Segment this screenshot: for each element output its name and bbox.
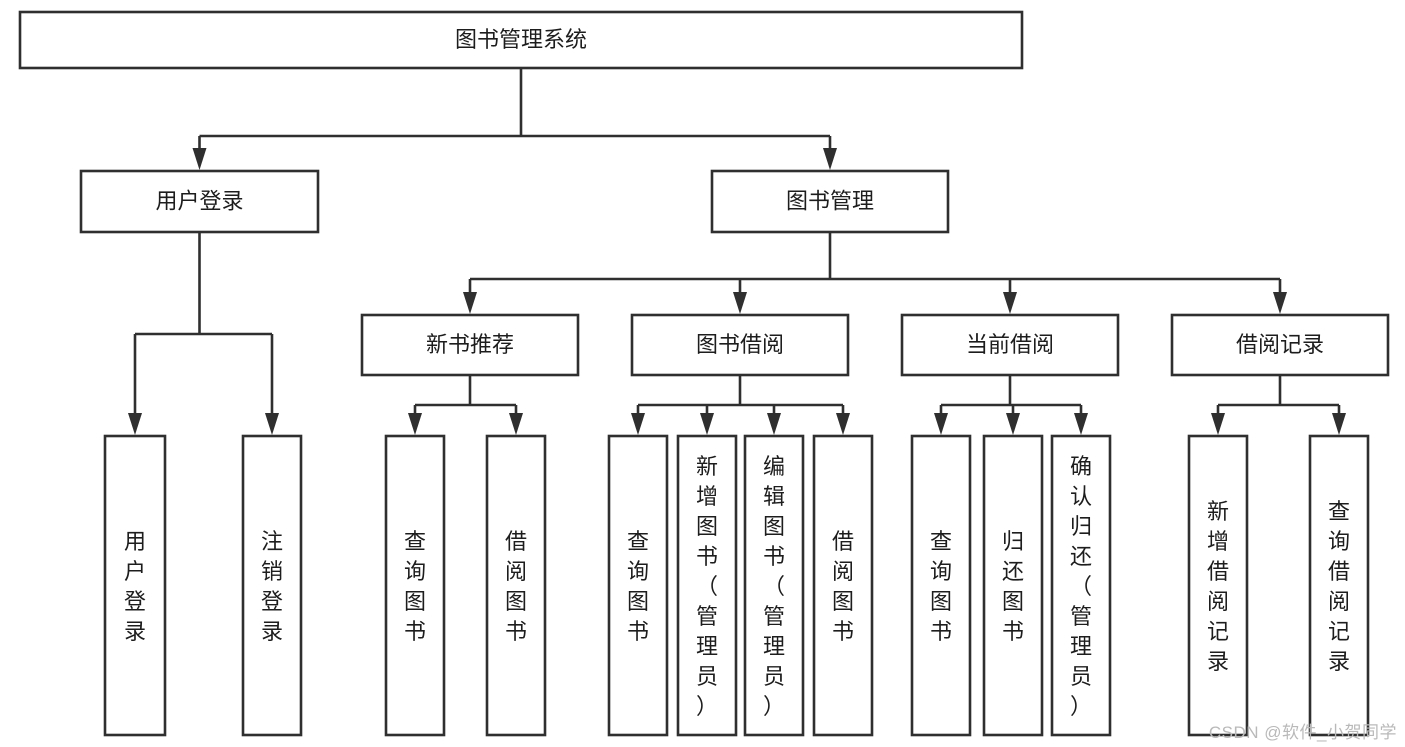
node-box[interactable] bbox=[710, 169, 950, 234]
node-label: 用户登录 bbox=[155, 188, 243, 213]
arrow-head-icon bbox=[767, 413, 781, 435]
node-box[interactable] bbox=[743, 434, 805, 737]
arrow-head-icon bbox=[1006, 413, 1020, 435]
node-box[interactable] bbox=[607, 434, 669, 737]
node-box[interactable] bbox=[1308, 434, 1370, 737]
node-label: 新书推荐 bbox=[426, 332, 514, 357]
arrow-head-icon bbox=[192, 148, 207, 170]
node-leaf_8[interactable]: 查询图书 bbox=[910, 434, 972, 737]
node-box[interactable] bbox=[910, 434, 972, 737]
node-label: 查询图书 bbox=[404, 529, 426, 644]
node-box[interactable] bbox=[676, 434, 738, 737]
arrow-head-icon bbox=[1211, 413, 1225, 435]
node-label: 当前借阅 bbox=[966, 332, 1054, 357]
arrow-head-icon bbox=[408, 413, 422, 435]
node-label: 查询图书 bbox=[930, 529, 952, 644]
arrow-head-icon bbox=[934, 413, 948, 435]
node-l3_2[interactable]: 当前借阅 bbox=[900, 313, 1120, 377]
arrow-head-icon bbox=[265, 413, 279, 435]
node-root[interactable]: 图书管理系统 bbox=[18, 10, 1024, 70]
node-label: 图书管理 bbox=[786, 188, 874, 213]
arrow-head-icon bbox=[733, 292, 747, 314]
arrow-head-icon bbox=[631, 413, 645, 435]
node-leaf_3[interactable]: 借阅图书 bbox=[485, 434, 547, 737]
node-box[interactable] bbox=[79, 169, 320, 234]
node-layer: 图书管理系统用户登录图书管理新书推荐图书借阅当前借阅借阅记录用户登录注销登录查询… bbox=[18, 10, 1390, 737]
node-leaf_2[interactable]: 查询图书 bbox=[384, 434, 446, 737]
arrow-head-icon bbox=[1332, 413, 1346, 435]
node-label: 借阅图书 bbox=[832, 529, 854, 644]
node-box[interactable] bbox=[485, 434, 547, 737]
node-label: 查询借阅记录 bbox=[1328, 499, 1350, 674]
node-leaf_11[interactable]: 新增借阅记录 bbox=[1187, 434, 1249, 737]
node-leaf_9[interactable]: 归还图书 bbox=[982, 434, 1044, 737]
node-box[interactable] bbox=[812, 434, 874, 737]
node-box[interactable] bbox=[630, 313, 850, 377]
node-label: 新增图书（管理员） bbox=[696, 454, 718, 719]
node-label: 图书借阅 bbox=[696, 332, 784, 357]
node-leaf_7[interactable]: 借阅图书 bbox=[812, 434, 874, 737]
arrow-head-icon bbox=[463, 292, 477, 314]
node-box[interactable] bbox=[982, 434, 1044, 737]
arrow-head-icon bbox=[836, 413, 850, 435]
node-box[interactable] bbox=[900, 313, 1120, 377]
node-label: 注销登录 bbox=[261, 529, 283, 644]
node-l2_0[interactable]: 用户登录 bbox=[79, 169, 320, 234]
arrow-head-icon bbox=[1003, 292, 1017, 314]
node-leaf_0[interactable]: 用户登录 bbox=[103, 434, 167, 737]
node-l2_1[interactable]: 图书管理 bbox=[710, 169, 950, 234]
node-l3_1[interactable]: 图书借阅 bbox=[630, 313, 850, 377]
node-box[interactable] bbox=[18, 10, 1024, 70]
csdn-watermark: CSDN @软件_小贺同学 bbox=[1208, 723, 1397, 742]
node-leaf_5[interactable]: 新增图书（管理员） bbox=[676, 434, 738, 737]
node-box[interactable] bbox=[1187, 434, 1249, 737]
node-box[interactable] bbox=[360, 313, 580, 377]
node-box[interactable] bbox=[241, 434, 303, 737]
node-leaf_6[interactable]: 编辑图书（管理员） bbox=[743, 434, 805, 737]
node-leaf_10[interactable]: 确认归还（管理员） bbox=[1050, 434, 1112, 737]
node-label: 归还图书 bbox=[1002, 529, 1024, 644]
node-box[interactable] bbox=[1170, 313, 1390, 377]
node-l3_3[interactable]: 借阅记录 bbox=[1170, 313, 1390, 377]
node-label: 借阅记录 bbox=[1236, 332, 1324, 357]
node-box[interactable] bbox=[103, 434, 167, 737]
arrow-head-icon bbox=[823, 148, 837, 170]
arrow-head-icon bbox=[1273, 292, 1287, 314]
arrow-head-icon bbox=[128, 413, 142, 435]
arrow-head-icon bbox=[1074, 413, 1088, 435]
arrow-head-icon bbox=[700, 413, 714, 435]
node-label: 图书管理系统 bbox=[455, 27, 587, 52]
node-box[interactable] bbox=[1050, 434, 1112, 737]
node-label: 新增借阅记录 bbox=[1207, 499, 1229, 674]
node-leaf_12[interactable]: 查询借阅记录 bbox=[1308, 434, 1370, 737]
node-label: 用户登录 bbox=[124, 529, 146, 644]
node-leaf_1[interactable]: 注销登录 bbox=[241, 434, 303, 737]
node-box[interactable] bbox=[384, 434, 446, 737]
arrow-head-icon bbox=[509, 413, 523, 435]
node-label: 借阅图书 bbox=[505, 529, 527, 644]
connector-layer bbox=[128, 68, 1346, 435]
node-label: 查询图书 bbox=[627, 529, 649, 644]
node-label: 编辑图书（管理员） bbox=[763, 454, 785, 719]
node-label: 确认归还（管理员） bbox=[1070, 454, 1092, 719]
node-l3_0[interactable]: 新书推荐 bbox=[360, 313, 580, 377]
node-leaf_4[interactable]: 查询图书 bbox=[607, 434, 669, 737]
